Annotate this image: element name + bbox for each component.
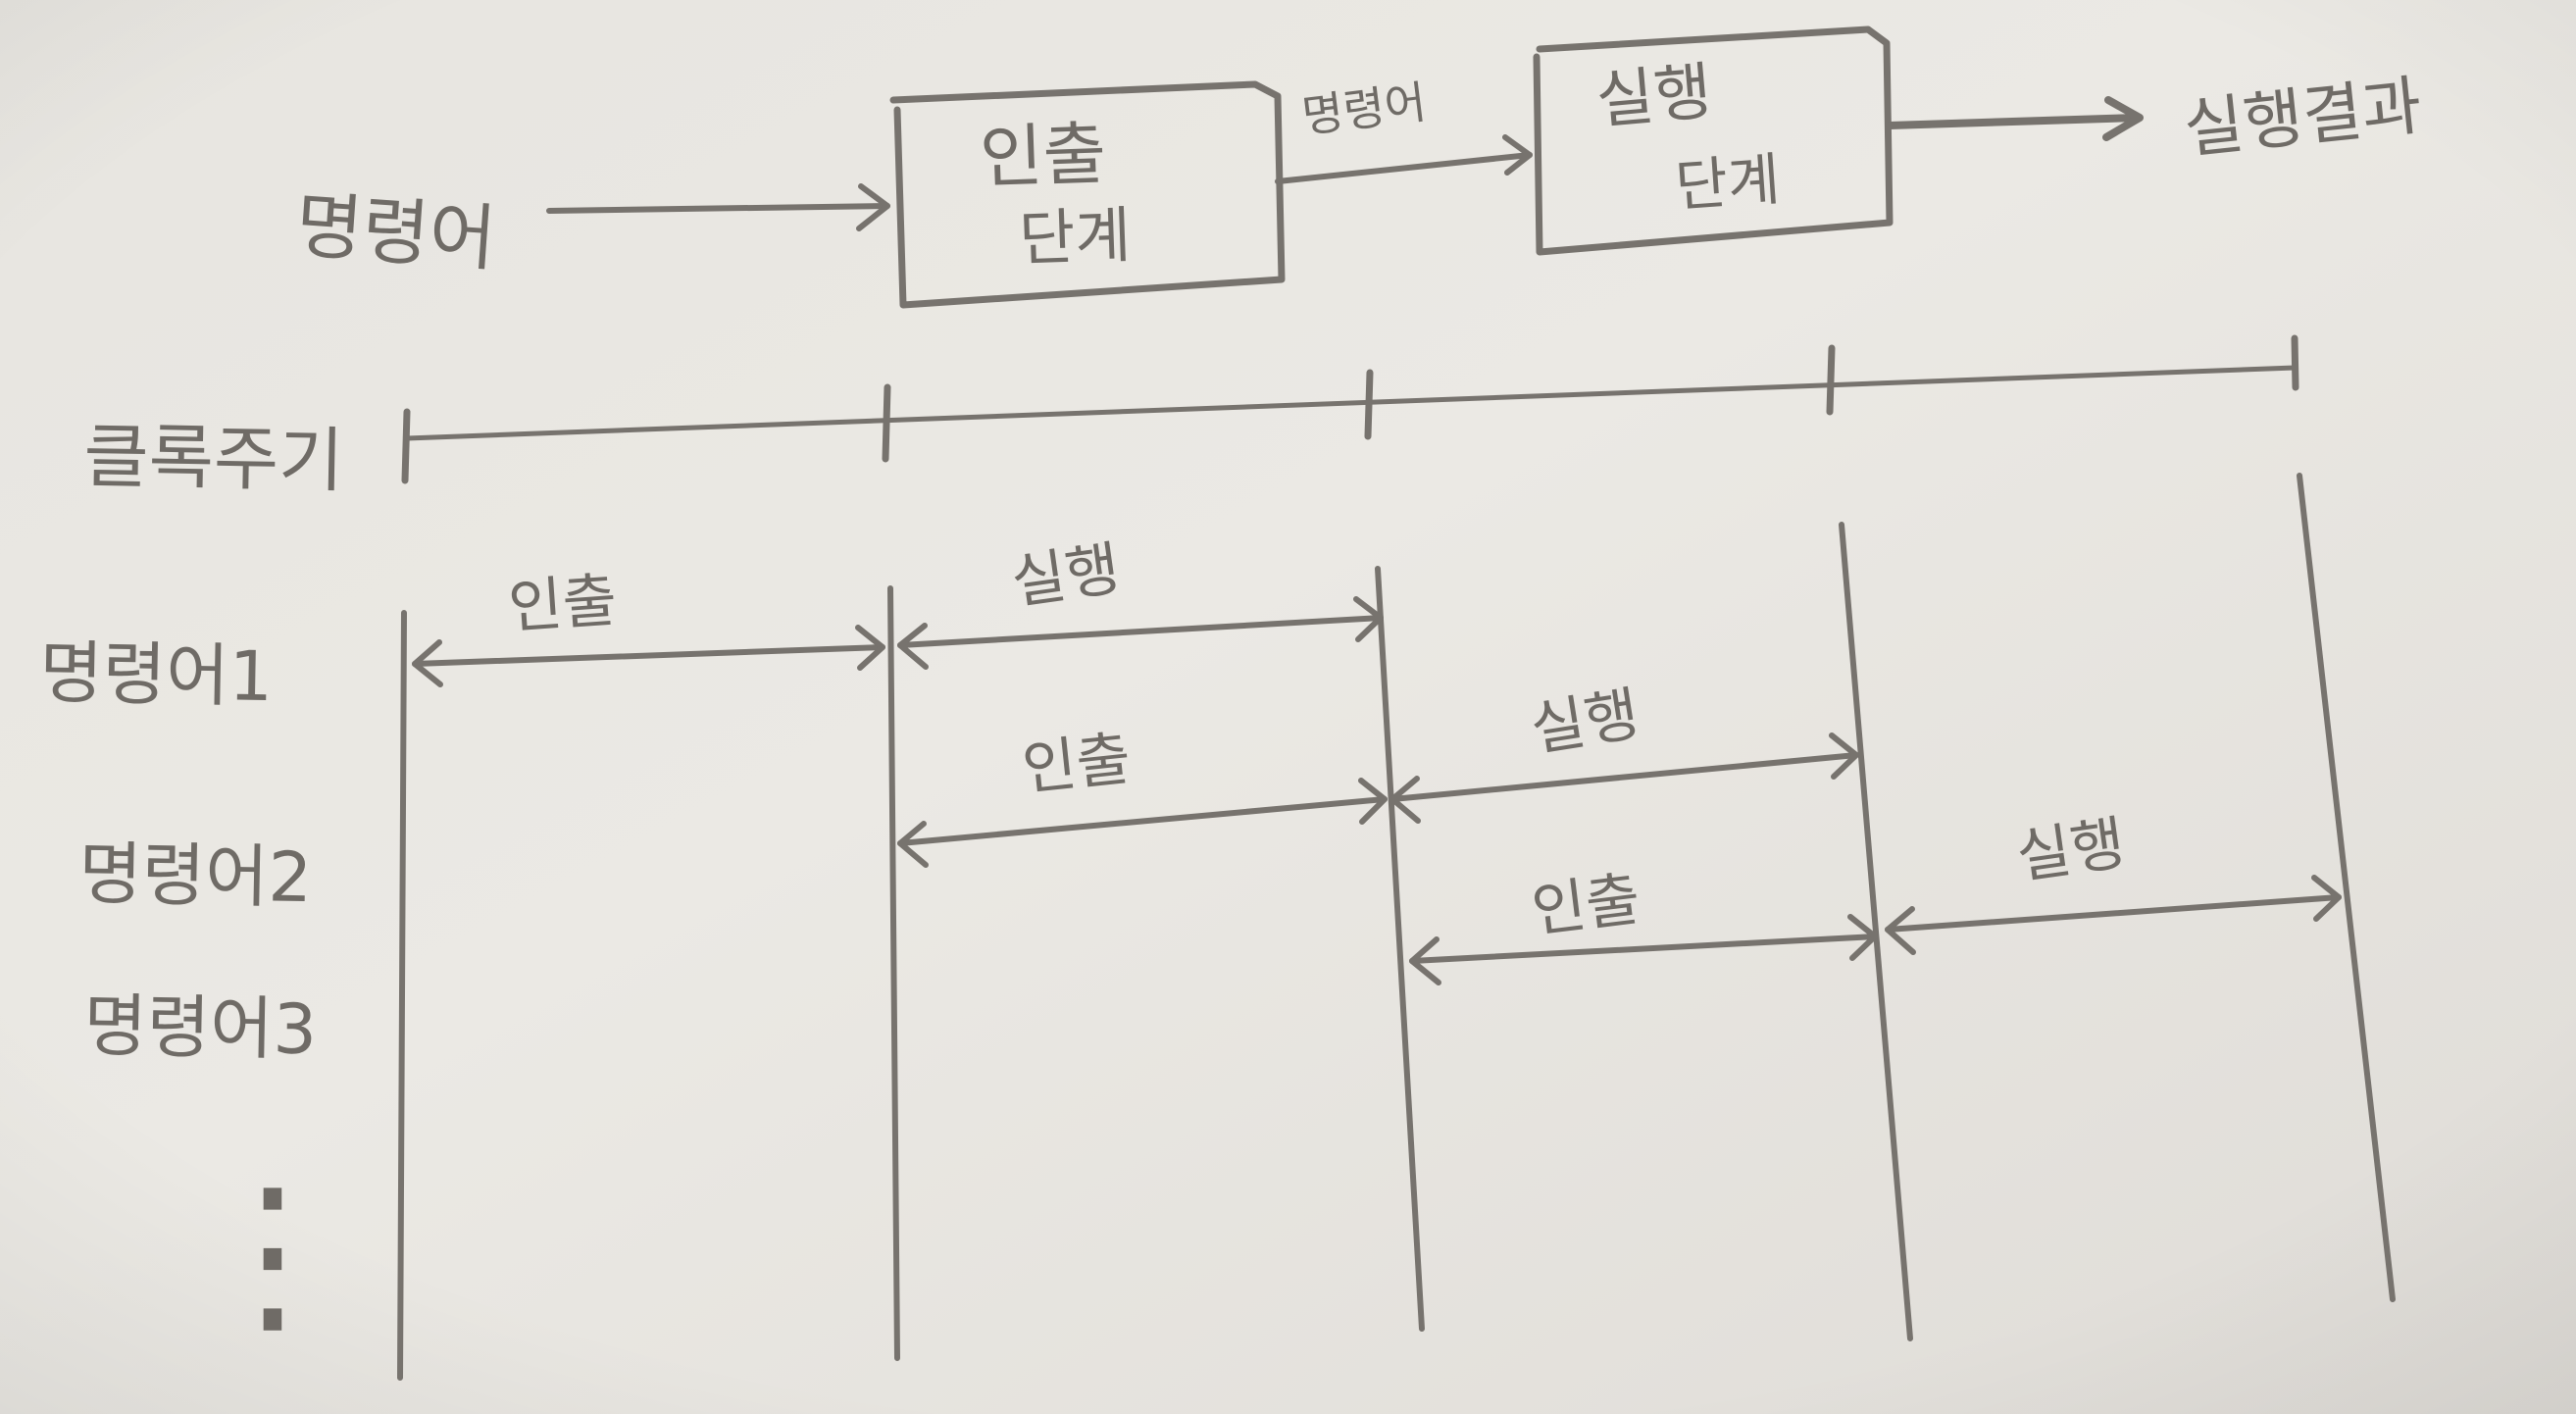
instruction-3-fetch-arrowhead-left	[1409, 936, 1441, 985]
instruction-1-execute-arrowhead-right	[1353, 596, 1384, 642]
instruction-1-fetch-arrowhead-right	[855, 625, 885, 671]
clock-tick-2	[882, 383, 891, 463]
instruction-2-fetch-arrowhead-right	[1358, 778, 1388, 825]
instruction-1-execute-label: 실행	[1007, 534, 1124, 618]
timing-grid	[397, 473, 2396, 1381]
execute-stage-label-line2: 단계	[1673, 146, 1782, 220]
input-arrowhead	[856, 183, 890, 231]
instruction-2-fetch-label: 인출	[1019, 725, 1134, 804]
timing-line-1	[397, 610, 407, 1381]
between-stage-label: 명령어	[1299, 76, 1430, 143]
fetch-stage-box	[889, 80, 1286, 309]
instruction-2-execute-arrowhead-left	[1389, 776, 1421, 824]
instruction-3-label: 명령어3	[83, 985, 318, 1070]
clock-tick-1	[401, 408, 411, 484]
instruction-3-fetch-arrow	[1409, 934, 1878, 964]
instruction-2-execute-label: 실행	[1526, 680, 1643, 764]
clock-cycle-axis: 클록주기	[83, 334, 2299, 502]
fetch-stage-label-line1: 인출	[979, 114, 1108, 198]
instruction-2-execute-arrowhead-right	[1829, 732, 1859, 780]
timing-line-2	[887, 585, 900, 1361]
clock-line	[404, 365, 2298, 441]
continuation-dots: ⋮	[184, 1151, 361, 1356]
continuation-mark: ⋮	[184, 1151, 361, 1356]
input-arrow	[546, 203, 890, 214]
timing-line-5	[2297, 473, 2396, 1302]
instruction-row-1: 명령어1 인출 실행	[39, 534, 1384, 717]
clock-tick-5	[2291, 334, 2299, 391]
instruction-3-execute-arrowhead-left	[1885, 906, 1916, 955]
clock-tick-4	[1826, 344, 1836, 416]
instruction-3-execute-arrow	[1885, 894, 2342, 933]
instruction-1-fetch-arrowhead-left	[412, 639, 443, 687]
instruction-3-execute-arrowhead-right	[2311, 875, 2342, 922]
instruction-1-execute-arrowhead-left	[897, 623, 929, 670]
instruction-1-execute-arrow	[897, 615, 1384, 648]
instruction-2-label: 명령어2	[78, 833, 313, 918]
execute-stage-label-line1: 실행	[1593, 56, 1715, 138]
pipeline-block: 명령어 인출 단계 명령어 실행 단계 실행결과	[293, 25, 2426, 309]
instruction-1-fetch-label: 인출	[506, 566, 619, 642]
instruction-3-execute-label: 실행	[2012, 809, 2129, 892]
timing-line-4	[1839, 522, 1913, 1341]
execute-stage-box	[1533, 25, 1894, 256]
between-stage-arrowhead	[1502, 134, 1533, 176]
fetch-stage-label-line2: 단계	[1018, 199, 1133, 275]
instruction-2-execute-arrow	[1389, 752, 1859, 802]
pipeline-input-label: 명령어	[293, 183, 499, 281]
timing-line-3	[1375, 566, 1425, 1332]
output-arrow	[1886, 114, 2142, 129]
output-arrowhead	[2102, 96, 2144, 141]
instruction-row-3: 명령어3 인출 실행	[83, 809, 2342, 1070]
instruction-3-fetch-label: 인출	[1528, 865, 1643, 946]
instruction-2-fetch-arrowhead-left	[897, 821, 929, 868]
instruction-1-label: 명령어1	[39, 632, 274, 717]
instruction-3-fetch-arrowhead-right	[1847, 914, 1878, 961]
clock-tick-3	[1364, 369, 1374, 440]
clock-label: 클록주기	[83, 415, 344, 502]
pipeline-output-label: 실행결과	[2181, 68, 2426, 168]
instruction-2-fetch-arrow	[897, 796, 1388, 846]
instruction-row-2: 명령어2 인출 실행	[78, 680, 1859, 918]
between-stage-arrow	[1275, 152, 1533, 184]
instruction-1-fetch-arrow	[412, 644, 885, 667]
